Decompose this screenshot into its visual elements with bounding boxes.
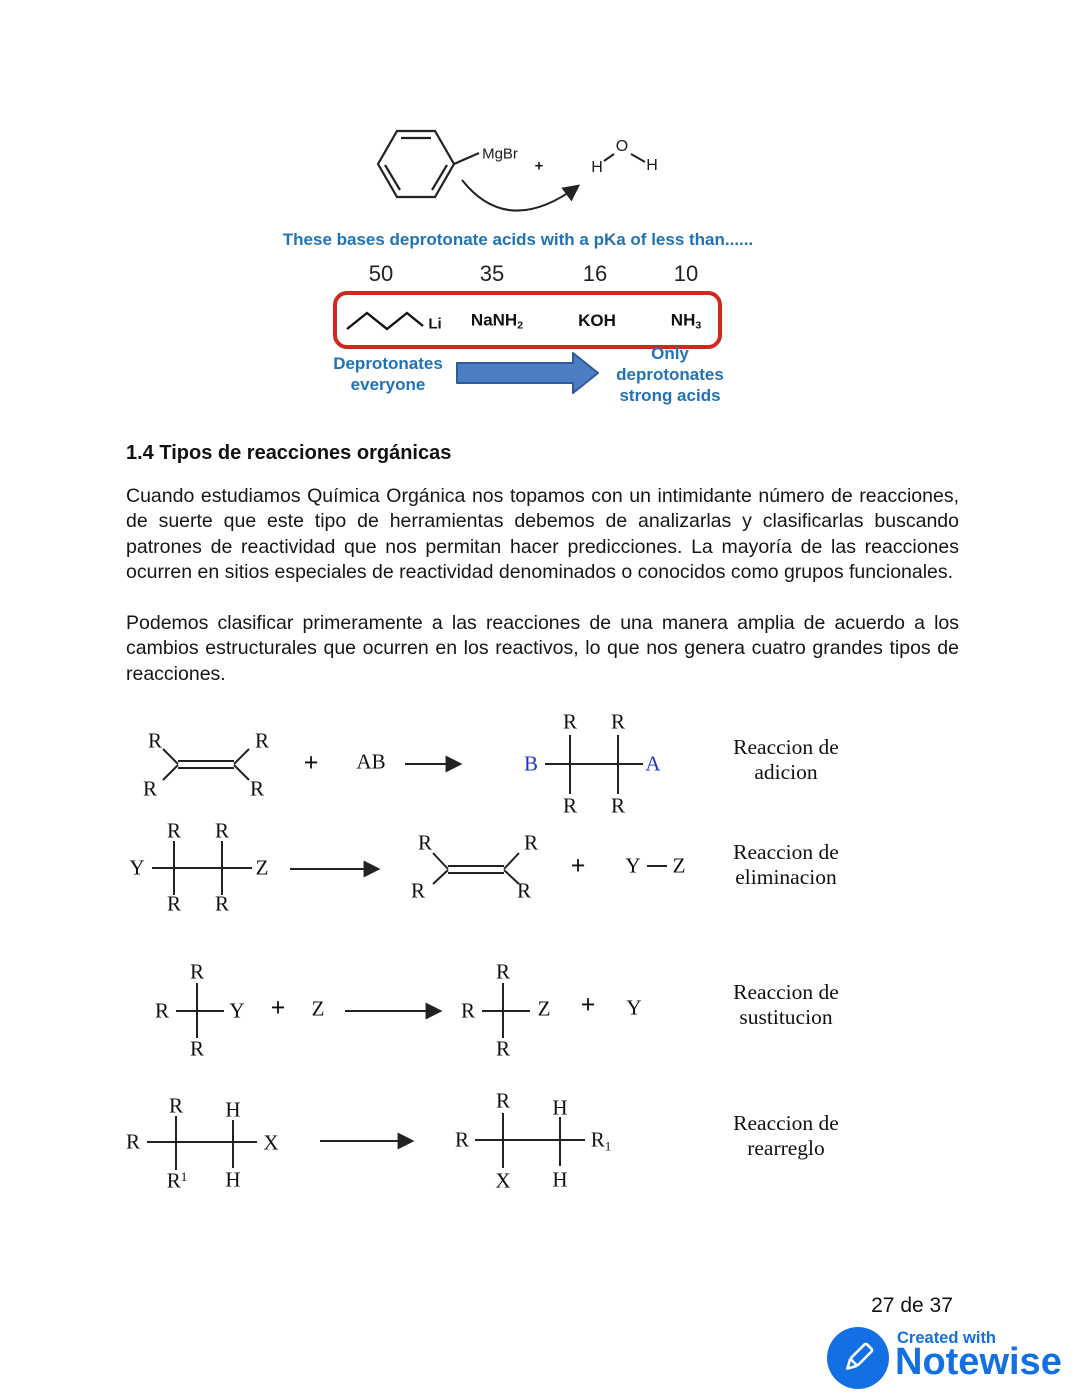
note-deprotonates-everyone: Deprotonates everyone (333, 354, 443, 394)
body-paragraph-1: Cuando estudiamos Química Orgánica nos t… (126, 485, 959, 584)
atom-label: R (147, 728, 163, 753)
atom-label: R (189, 1036, 205, 1061)
atom-label: NH3 (670, 310, 702, 332)
atom-label: 16 (582, 261, 608, 286)
atom-label: R (495, 1088, 511, 1113)
created-with-label: Created with (897, 1329, 997, 1347)
atom-label: Y (626, 995, 642, 1020)
atom-label: H (591, 159, 603, 176)
atom-label: Y (229, 998, 245, 1023)
reaction-rearrangement-bonds (147, 1113, 585, 1170)
atom-label: 35 (479, 261, 505, 286)
atom-label: 50 (368, 261, 394, 286)
atom-label: X (495, 1168, 511, 1193)
atom-label: + (570, 851, 586, 880)
reaction-label-elimination: Reaccion de eliminacion (733, 840, 839, 889)
atom-label: Z (672, 853, 686, 878)
atom-label: X (263, 1130, 279, 1155)
atom-label: R (523, 830, 539, 855)
brand-name: Notewise (895, 1341, 1062, 1383)
atom-label: R (410, 878, 426, 903)
reaction-elimination-bonds (152, 841, 667, 895)
atom-label: B (523, 751, 539, 776)
atom-label: Y (129, 855, 145, 880)
atom-label: + (580, 990, 596, 1019)
atom-label: R (610, 793, 626, 818)
reaction-label-addition: Reaccion de adicion (733, 735, 839, 784)
atom-label: R (417, 830, 433, 855)
atom-label: H (225, 1167, 241, 1192)
logo-circle (827, 1327, 889, 1389)
atom-label: H (552, 1095, 568, 1120)
atom-label: R (495, 959, 511, 984)
block-arrow (456, 352, 599, 394)
reaction-substitution-bonds (176, 983, 530, 1038)
benzene-ring (376, 129, 480, 199)
body-paragraph-2: Podemos clasificar primeramente a las re… (126, 612, 959, 685)
atom-label: O (615, 138, 629, 155)
reagent-box (333, 291, 722, 349)
atom-label: R (610, 709, 626, 734)
atom-label: R (249, 776, 265, 801)
atom-label: R (166, 818, 182, 843)
water-bonds (603, 153, 646, 163)
atom-label: R (189, 959, 205, 984)
atom-label: Z (255, 855, 269, 880)
atom-label: R (142, 776, 158, 801)
atom-label: R (214, 891, 230, 916)
atom-label: Li (428, 315, 442, 333)
atom-label: R1 (590, 1127, 612, 1154)
reaction-addition-bonds (162, 735, 643, 794)
note-only-strong-acids: Only deprotonates strong acids (616, 344, 724, 405)
atom-label: R (454, 1127, 470, 1152)
reaction-label-substitution: Reaccion de sustitucion (733, 980, 839, 1029)
atom-label: H (552, 1167, 568, 1192)
atom-label: A (645, 751, 661, 776)
atom-label: AB (356, 749, 386, 774)
atom-label: NaNH2 (470, 310, 524, 332)
atom-label: KOH (578, 311, 616, 330)
atom-label: R (214, 818, 230, 843)
atom-label: R (166, 891, 182, 916)
atom-label: R (125, 1129, 141, 1154)
atom-label: Z (537, 996, 551, 1021)
atom-label: + (534, 157, 544, 175)
atom-label: R (495, 1036, 511, 1061)
atom-label: R (254, 728, 270, 753)
reaction-label-rearrangement: Reaccion de rearreglo (733, 1111, 839, 1160)
atom-label: H (646, 157, 658, 174)
atom-label: Z (311, 996, 325, 1021)
atom-label: H (225, 1097, 241, 1122)
atom-label: R (154, 998, 170, 1023)
atom-label: R (562, 793, 578, 818)
atom-label: R (562, 709, 578, 734)
pka-caption: These bases deprotonate acids with a pKa… (282, 230, 754, 249)
atom-label: 10 (673, 261, 699, 286)
atom-label: R1 (166, 1168, 188, 1193)
curved-arrow (461, 179, 581, 212)
atom-label: R (460, 998, 476, 1023)
notewise-logo (827, 1327, 889, 1389)
section-heading: 1.4 Tipos de reacciones orgánicas (126, 442, 452, 464)
atom-label: R (516, 878, 532, 903)
atom-label: Y (625, 853, 641, 878)
butyl-chain (346, 311, 424, 331)
atom-label: + (270, 993, 286, 1022)
atom-label: MgBr (482, 145, 518, 163)
atom-label: R (168, 1093, 184, 1118)
pencil-icon (846, 1342, 874, 1370)
page-number: 27 de 37 (871, 1294, 953, 1317)
atom-label: + (303, 748, 319, 777)
